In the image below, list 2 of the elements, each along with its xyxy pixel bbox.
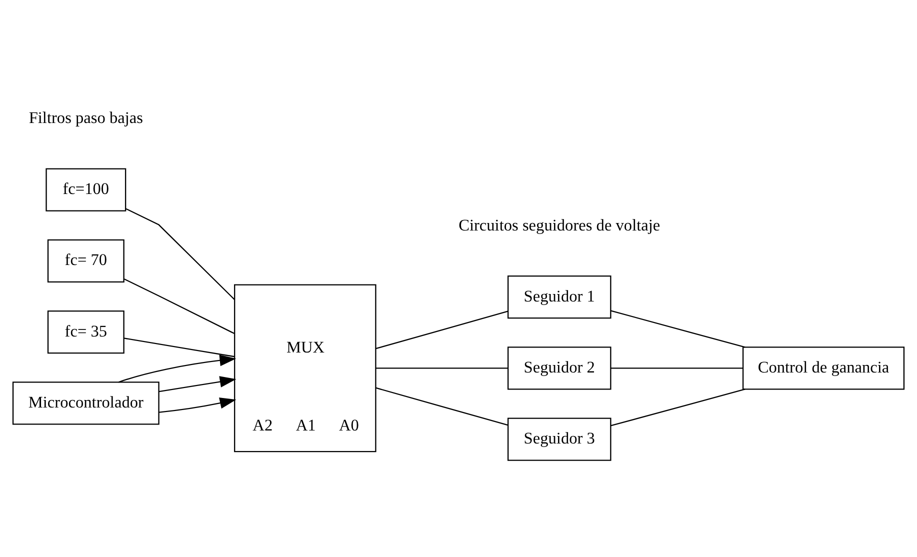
label: Filtros paso bajas — [28, 107, 144, 126]
label: Circuitos seguidores de voltaje — [458, 214, 660, 234]
